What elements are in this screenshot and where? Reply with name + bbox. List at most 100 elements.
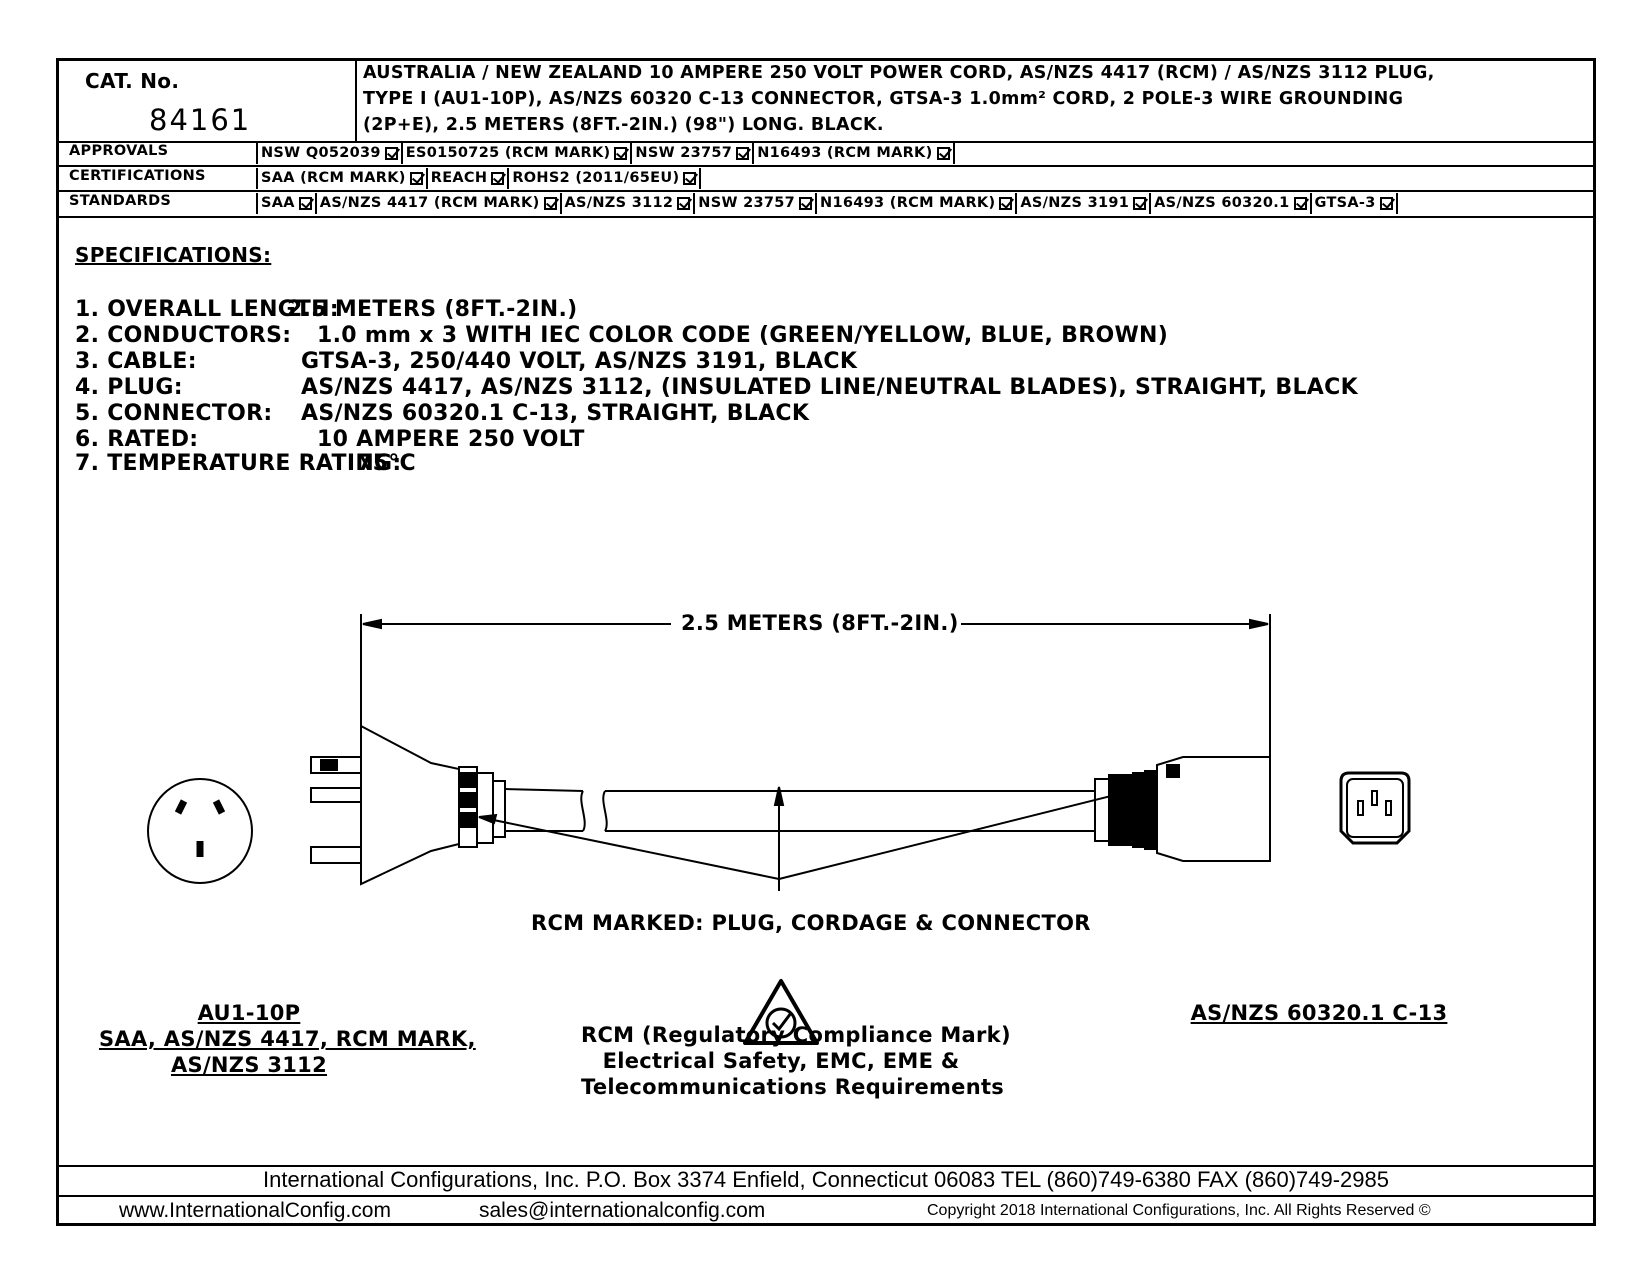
spec-value: 75°C	[357, 451, 416, 476]
cat-number: 84161	[149, 103, 252, 137]
socket-slot-icon	[212, 799, 226, 815]
checkbox-checked-icon	[799, 197, 813, 210]
checkbox-checked-icon	[1293, 197, 1307, 210]
certification-item: SAA (RCM MARK)	[256, 168, 428, 189]
email-link[interactable]: sales@internationalconfig.com	[479, 1199, 766, 1222]
standard-item: AS/NZS 3191	[1017, 193, 1152, 214]
description-line-2: TYPE I (AU1-10P), AS/NZS 60320 C-13 CONN…	[363, 89, 1404, 109]
approval-item: ES0150725 (RCM MARK)	[403, 143, 633, 164]
rcm-mark-icon	[743, 979, 819, 1045]
standard-item: AS/NZS 4417 (RCM MARK)	[317, 193, 562, 214]
plug-collar-icon	[493, 780, 506, 838]
drawing-sheet: CAT. No. 84161 AUSTRALIA / NEW ZEALAND 1…	[56, 58, 1596, 1226]
rcm-caption-line-2: Electrical Safety, EMC, EME &	[602, 1049, 960, 1073]
connector-ring-icon	[1094, 778, 1110, 842]
specifications-title: SPECIFICATIONS:	[75, 243, 272, 267]
plug-caption-line-2: SAA, AS/NZS 4417, RCM MARK,	[99, 1027, 476, 1051]
checkbox-checked-icon	[1133, 197, 1147, 210]
arrowhead-icon	[773, 786, 785, 806]
certifications-label: CERTIFICATIONS	[69, 168, 206, 184]
title-divider	[355, 61, 357, 143]
rcm-caption-line-3: Telecommunications Requirements	[581, 1075, 1005, 1099]
standard-item: AS/NZS 3112	[562, 193, 696, 214]
standard-item: N16493 (RCM MARK)	[817, 193, 1018, 214]
c13-connector-face-icon	[1339, 771, 1411, 845]
spec-label: 5. CONNECTOR:	[75, 401, 273, 426]
spec-value: 2.5 METERS (8FT.-2IN.)	[287, 297, 578, 322]
checkbox-checked-icon	[677, 197, 691, 210]
plug-caption-line-1: AU1-10P	[197, 1001, 301, 1025]
spec-label: 1. OVERALL LENGTH:	[75, 297, 339, 322]
plug-pin-icon	[310, 846, 362, 864]
checkbox-checked-icon	[543, 197, 557, 210]
checkbox-checked-icon	[736, 147, 750, 160]
pin-insulation-icon	[320, 759, 338, 771]
dimension-label: 2.5 METERS (8FT.-2IN.)	[679, 611, 961, 635]
leader-line-connector	[778, 784, 1156, 880]
connector-grip-icon	[1108, 774, 1120, 846]
au-socket-face-icon	[147, 778, 253, 884]
certification-item: ROHS2 (2011/65EU)	[509, 168, 702, 189]
c13-slot-icon	[1357, 800, 1364, 816]
checkbox-checked-icon	[1379, 197, 1393, 210]
spec-value: 1.0 mm x 3 WITH IEC COLOR CODE (GREEN/YE…	[317, 323, 1169, 348]
spec-label: 6. RATED:	[75, 427, 199, 452]
standards-label: STANDARDS	[69, 193, 172, 209]
checkbox-checked-icon	[409, 172, 423, 185]
spec-label: 2. CONDUCTORS:	[75, 323, 292, 348]
standard-item: SAA	[256, 193, 317, 214]
standard-item: NSW 23757	[695, 193, 818, 214]
cord-break-icon	[602, 790, 608, 832]
rcm-caption-line-1: RCM (Regulatory Compliance Mark)	[581, 1023, 1011, 1047]
rcm-marked-label: RCM MARKED: PLUG, CORDAGE & CONNECTOR	[531, 911, 1091, 935]
standards-cells: SAA AS/NZS 4417 (RCM MARK) AS/NZS 3112 N…	[256, 193, 1398, 214]
cord-line	[504, 788, 584, 792]
company-address: International Configurations, Inc. P.O. …	[263, 1167, 1389, 1192]
arrowhead-icon	[478, 813, 498, 825]
plug-body-icon	[360, 724, 460, 886]
checkbox-checked-icon	[683, 172, 697, 185]
rcm-mark-circle-icon	[765, 1007, 797, 1039]
description-line-3: (2P+E), 2.5 METERS (8FT.-2IN.) (98") LON…	[363, 115, 884, 135]
checkbox-checked-icon	[999, 197, 1013, 210]
spec-value: GTSA-3, 250/440 VOLT, AS/NZS 3191, BLACK	[301, 349, 858, 374]
certifications-cells: SAA (RCM MARK) REACH ROHS2 (2011/65EU)	[256, 168, 702, 189]
certification-item: REACH	[428, 168, 510, 189]
approval-item: N16493 (RCM MARK)	[754, 143, 955, 164]
cord-break-icon	[580, 790, 586, 832]
cord-drawing	[147, 614, 1411, 1045]
cat-number-label: CAT. No.	[85, 69, 180, 93]
c13-slot-icon	[1371, 790, 1378, 806]
arrowhead-icon	[1249, 618, 1269, 630]
approvals-cells: NSW Q052039 ES0150725 (RCM MARK) NSW 237…	[256, 143, 955, 164]
socket-slot-icon	[174, 799, 188, 815]
checkbox-checked-icon	[614, 147, 628, 160]
checkbox-checked-icon	[491, 172, 505, 185]
checkbox-checked-icon	[936, 147, 950, 160]
connector-caption: AS/NZS 60320.1 C-13	[1190, 1001, 1448, 1025]
plug-pin-icon	[310, 787, 362, 803]
plug-caption-line-3: AS/NZS 3112	[170, 1053, 328, 1077]
copyright-notice: Copyright 2018 International Configurati…	[927, 1202, 1431, 1219]
checkbox-checked-icon	[384, 147, 398, 160]
spec-value: 10 AMPERE 250 VOLT	[317, 427, 585, 452]
approval-item: NSW 23757	[632, 143, 755, 164]
rcm-mark-check-icon	[771, 1012, 793, 1032]
approvals-label: APPROVALS	[69, 143, 169, 159]
leader-line-plug	[478, 816, 780, 880]
plug-collar-icon	[476, 772, 494, 844]
arrowhead-icon	[362, 618, 382, 630]
spec-label: 7. TEMPERATURE RATING:	[75, 451, 402, 476]
c13-inner-icon	[1346, 778, 1404, 838]
standard-item: AS/NZS 60320.1	[1151, 193, 1312, 214]
connector-grip-icon	[1132, 772, 1144, 848]
checkbox-checked-icon	[298, 197, 312, 210]
standard-item: GTSA-3	[1312, 193, 1398, 214]
connector-grip-icon	[1144, 770, 1156, 850]
spec-value: AS/NZS 4417, AS/NZS 3112, (INSULATED LIN…	[301, 375, 1358, 400]
approval-item: NSW Q052039	[256, 143, 403, 164]
c13-slot-icon	[1385, 800, 1392, 816]
website-link[interactable]: www.InternationalConfig.com	[119, 1199, 391, 1222]
spec-label: 4. PLUG:	[75, 375, 183, 400]
connector-grip-icon	[1120, 774, 1132, 846]
